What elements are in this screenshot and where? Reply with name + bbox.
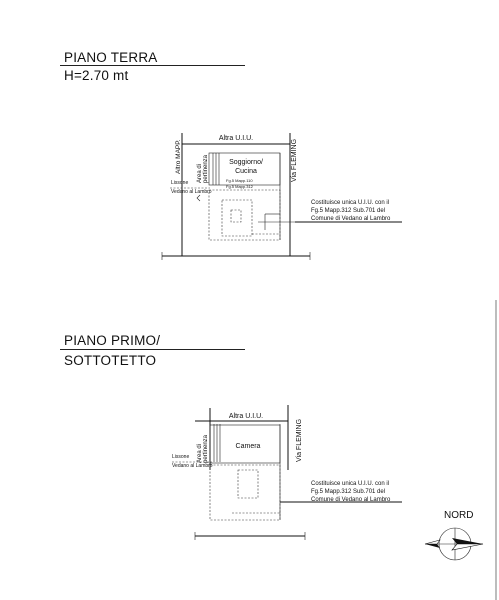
gf-dashed-area [208,189,281,241]
gf-stair-note-1: Fg.5 Mapp.110 [226,178,253,183]
first-floor-title: PIANO PRIMO/ [64,333,161,348]
gf-left-label: Altro MAPP. [175,139,182,174]
gf-room-label-1: Soggiorno/ [229,159,263,166]
ff-boundary-label-1: Lissone [172,454,189,460]
ff-note-line-1: Costituisce unica U.I.U. con il [311,481,389,487]
ff-note-line-2: Fg.5 Mapp.312 Sub.701 del [311,489,385,495]
first-floor-title-rule [60,349,245,350]
ff-top-label: Altra U.I.U. [229,413,263,420]
gf-area-label-1: Area di [197,164,203,183]
ground-floor-height: H=2.70 mt [64,68,129,83]
first-floor-plan: Altra U.I.U. Via FLEMING Area di pertine… [172,405,402,540]
ground-floor-title: PIANO TERRA [64,50,158,65]
gf-top-label: Altra U.I.U. [219,135,253,142]
gf-boundary-label-1: Lissone [171,180,188,186]
gf-note-line-1: Costituisce unica U.I.U. con il [311,200,389,206]
ff-area-label-1: Area di [197,444,203,463]
ground-floor-title-rule [60,65,245,66]
gf-area-label-2: pertinenza [203,154,209,183]
ff-boundary-label-2: Vedano al Lambro [172,463,213,469]
gf-note-line-2: Fg.5 Mapp.312 Sub.701 del [311,208,385,214]
ff-room-outline [209,424,281,464]
gf-boundary-label-2: Vedano al Lambro [171,189,212,195]
ff-area-label-2: pertinenza [203,434,209,463]
north-arrow-icon [424,527,484,561]
gf-arrow-marker [196,194,201,202]
ff-dashed-area [209,464,281,521]
gf-stair-note-2: Fg.5 Mapp.312 [226,184,254,189]
ff-room-label: Camera [236,443,261,450]
gf-note-line-3: Comune di Vedano al Lambro [311,216,391,222]
compass-label: NORD [444,510,474,521]
first-floor-subtitle: SOTTOTETTO [64,353,157,368]
ground-floor-plan: Altra U.I.U. Altro MAPP. Via FLEMING Are… [161,133,402,260]
ff-note-line-3: Comune di Vedano al Lambro [311,497,391,503]
gf-right-label: Via FLEMING [291,139,298,182]
gf-room-label-2: Cucina [235,168,257,175]
ff-right-label: Via FLEMING [296,419,303,462]
